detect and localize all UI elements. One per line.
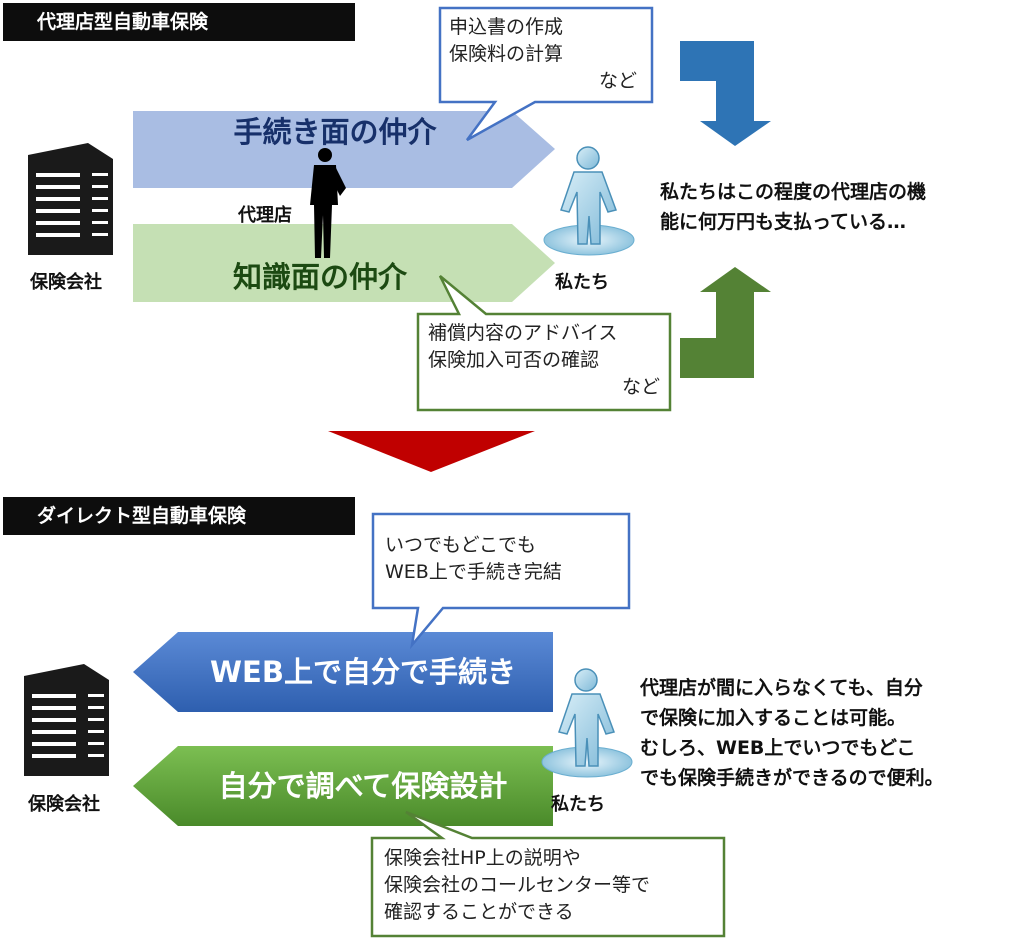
building-icon [28, 143, 113, 255]
agency-section-title: 代理店型自動車保険 [3, 3, 355, 41]
callout-line: 保険料の計算 [449, 43, 564, 65]
procedure-band-arrow [133, 111, 555, 188]
web-band-label: WEB上で自分で手続き [210, 655, 516, 689]
web-band-arrow [133, 632, 553, 712]
direct-section-title: ダイレクト型自動車保険 [3, 497, 355, 535]
green-up-arrow-icon [680, 267, 771, 378]
callout-line: 保険会社HP上の説明や [384, 847, 581, 869]
person-icon-bottom [541, 668, 633, 778]
direct-description: 代理店が間に入らなくても、自分 で保険に加入することは可能。 むしろ、WEB上で… [640, 673, 944, 793]
description-line: で保険に加入することは可能。 [640, 707, 907, 729]
description-line: 代理店が間に入らなくても、自分 [640, 677, 923, 699]
callout-web [371, 512, 631, 650]
us-label-bottom: 私たち [551, 794, 605, 815]
us-label: 私たち [555, 272, 609, 293]
callout-knowledge [416, 275, 672, 412]
description-line: 私たちはこの程度の代理店の機 [660, 181, 927, 203]
description-line: でも保険手続きができるので便利。 [640, 767, 944, 789]
company-label: 保険会社 [30, 272, 102, 293]
callout-web-text: いつでもどこでも WEB上で手続き完結 [385, 532, 620, 586]
agent-silhouette-icon [310, 148, 346, 258]
callout-line: 補償内容のアドバイス [428, 322, 618, 344]
description-line: むしろ、WEB上でいつでもどこ [640, 737, 916, 759]
self-band-arrow [133, 746, 553, 826]
agency-description: 私たちはこの程度の代理店の機 能に何万円も支払っている… [660, 177, 926, 237]
procedure-band-label: 手続き面の仲介 [233, 115, 437, 149]
description-line: 能に何万円も支払っている… [660, 211, 907, 233]
callout-line: など [598, 70, 637, 92]
callout-line: WEB上で手続き完結 [385, 561, 562, 583]
callout-self-text: 保険会社HP上の説明や 保険会社のコールセンター等で 確認することができる [384, 845, 714, 926]
callout-knowledge-text: 補償内容のアドバイス 保険加入可否の確認 など [428, 320, 660, 401]
callout-procedure [438, 6, 654, 142]
callout-self [370, 810, 726, 938]
self-band-label: 自分で調べて保険設計 [218, 769, 508, 803]
building-icon-bottom [24, 664, 109, 776]
company-label-bottom: 保険会社 [28, 794, 100, 815]
callout-line: 申込書の作成 [449, 16, 564, 38]
knowledge-band-label: 知識面の仲介 [232, 260, 407, 294]
person-icon [543, 146, 635, 256]
callout-line: 保険加入可否の確認 [428, 349, 600, 371]
blue-down-arrow-icon [680, 41, 771, 146]
callout-line: いつでもどこでも [385, 534, 537, 556]
agent-label: 代理店 [238, 205, 292, 226]
transition-down-arrow [328, 431, 535, 472]
callout-procedure-text: 申込書の作成 保険料の計算 など [449, 14, 637, 95]
callout-line: など [621, 376, 660, 398]
callout-line: 保険会社のコールセンター等で [384, 874, 651, 896]
callout-line: 確認することができる [384, 901, 574, 923]
